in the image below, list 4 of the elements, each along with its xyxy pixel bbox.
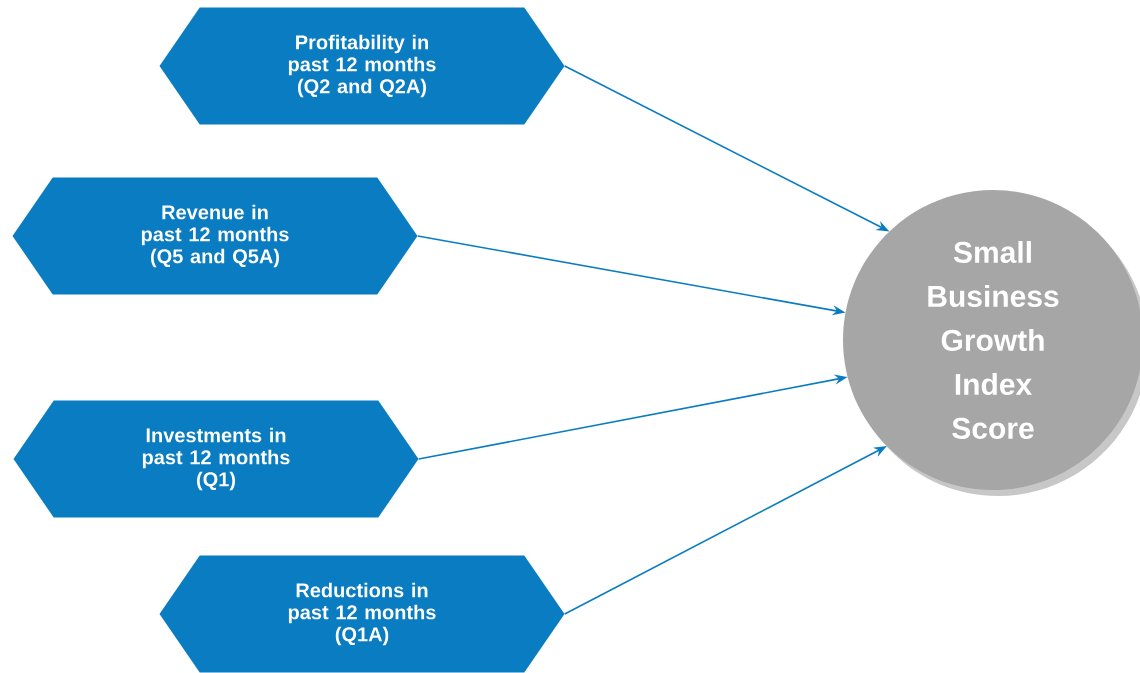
- hexagon-box: Investments in past 12 months (Q1): [13, 400, 419, 518]
- hexagon-box: Profitability in past 12 months (Q2 and Q2A): [159, 7, 565, 125]
- hexagon-box: Reductions in past 12 months (Q1A): [159, 555, 565, 673]
- hexagon-box: Revenue in past 12 months (Q5 and Q5A): [12, 177, 418, 295]
